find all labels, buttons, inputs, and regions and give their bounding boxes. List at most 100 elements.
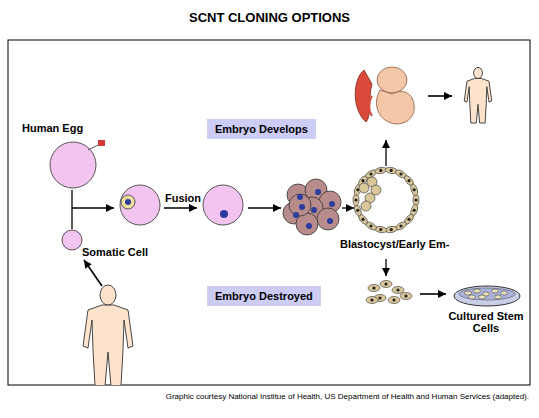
nucleus xyxy=(361,179,364,182)
person xyxy=(464,67,492,123)
placenta xyxy=(355,70,372,122)
loose-cell xyxy=(380,281,392,288)
stem-cell xyxy=(479,295,486,299)
nucleus xyxy=(299,204,305,210)
loose-cell xyxy=(366,297,378,304)
stem-cell xyxy=(469,295,476,299)
nucleus xyxy=(311,207,317,213)
fused-cell xyxy=(203,185,243,225)
nucleus xyxy=(370,298,373,301)
text-label: Blastocyst/Early Em- xyxy=(340,238,449,250)
nucleus xyxy=(392,298,395,301)
blastocyst-cavity xyxy=(356,170,416,230)
stem-cell xyxy=(492,289,499,293)
develop-arrow xyxy=(385,140,386,166)
loose-cell xyxy=(388,297,400,304)
person-head xyxy=(474,67,483,78)
loose-cell xyxy=(392,287,404,294)
trophoblast-cell xyxy=(409,183,419,196)
trophoblast-cell xyxy=(353,194,359,206)
stem-cells xyxy=(465,289,508,299)
diagram-title: SCNT CLONING OPTIONS xyxy=(0,10,539,25)
nucleus xyxy=(369,172,372,175)
stem-cell xyxy=(465,291,472,295)
fusing-cell xyxy=(121,195,135,209)
nucleus xyxy=(407,218,410,221)
person-clip xyxy=(83,285,133,385)
credit-caption: Graphic courtesy National Institue of He… xyxy=(166,392,529,401)
nucleus xyxy=(327,218,333,224)
culture-dish xyxy=(454,286,520,306)
umbilical xyxy=(369,96,372,116)
merge-line xyxy=(71,190,72,229)
highlight-box: Embryo Destroyed xyxy=(207,286,321,306)
nucleus xyxy=(329,201,335,207)
dish-medium xyxy=(459,288,515,300)
destroy-arrow xyxy=(385,259,386,276)
merge-arrow xyxy=(72,207,114,208)
nucleus xyxy=(413,188,416,191)
stem-cell xyxy=(501,291,508,295)
text-label: Human Egg xyxy=(22,122,83,134)
fusing-egg xyxy=(120,185,160,225)
nucleus xyxy=(361,218,364,221)
nucleus xyxy=(404,294,407,297)
nucleus xyxy=(413,209,416,212)
dispersed-cells xyxy=(366,281,412,304)
nucleus xyxy=(306,223,312,229)
box-text: Embryo Destroyed xyxy=(215,290,313,302)
stem-cell xyxy=(474,289,481,293)
nucleus xyxy=(293,212,299,218)
nucleus xyxy=(414,198,417,201)
highlight-box: Embryo Develops xyxy=(207,119,316,139)
loose-cell xyxy=(400,293,412,300)
loose-cell xyxy=(368,285,380,292)
person xyxy=(83,285,133,385)
fetus xyxy=(355,67,414,124)
nucleus xyxy=(315,189,321,195)
box-text: Embryo Develops xyxy=(215,123,308,135)
nucleus xyxy=(379,169,382,172)
grow-arrow xyxy=(428,95,452,97)
stem-cell xyxy=(495,295,502,299)
nucleus xyxy=(407,179,410,182)
person-body xyxy=(83,305,133,385)
nucleus xyxy=(390,228,393,231)
nucleus xyxy=(372,286,375,289)
flow-arrow xyxy=(248,207,281,208)
nucleus xyxy=(399,224,402,227)
morula-cell xyxy=(317,208,339,230)
fetus-body xyxy=(377,90,415,124)
polar-line xyxy=(88,145,98,150)
nucleus xyxy=(356,209,359,212)
blastocyst xyxy=(353,166,419,233)
polar-body xyxy=(98,140,105,146)
trophoblast-cell xyxy=(413,194,419,206)
person-body xyxy=(464,78,492,123)
somatic-cell xyxy=(62,230,82,250)
nucleus xyxy=(399,172,402,175)
nucleus xyxy=(396,288,399,291)
person-head xyxy=(100,285,116,305)
inner-cell xyxy=(361,201,371,211)
nucleus xyxy=(354,198,357,201)
text-label: Somatic Cell xyxy=(82,246,148,258)
nucleus xyxy=(378,296,381,299)
text-label: Fusion xyxy=(165,192,201,204)
nucleus xyxy=(297,194,303,200)
text-label: Cultured Stem Cells xyxy=(446,310,526,334)
nucleus xyxy=(369,224,372,227)
nucleus xyxy=(379,228,382,231)
nucleus xyxy=(220,210,228,218)
fetus-head xyxy=(377,67,407,93)
culture-arrow xyxy=(420,293,446,295)
frame xyxy=(8,40,530,385)
nucleus xyxy=(125,199,131,205)
morula-cell xyxy=(289,194,311,216)
morula xyxy=(283,179,341,235)
nucleus xyxy=(384,282,387,285)
donor-arrow xyxy=(84,260,102,286)
inner-cell xyxy=(371,185,381,195)
